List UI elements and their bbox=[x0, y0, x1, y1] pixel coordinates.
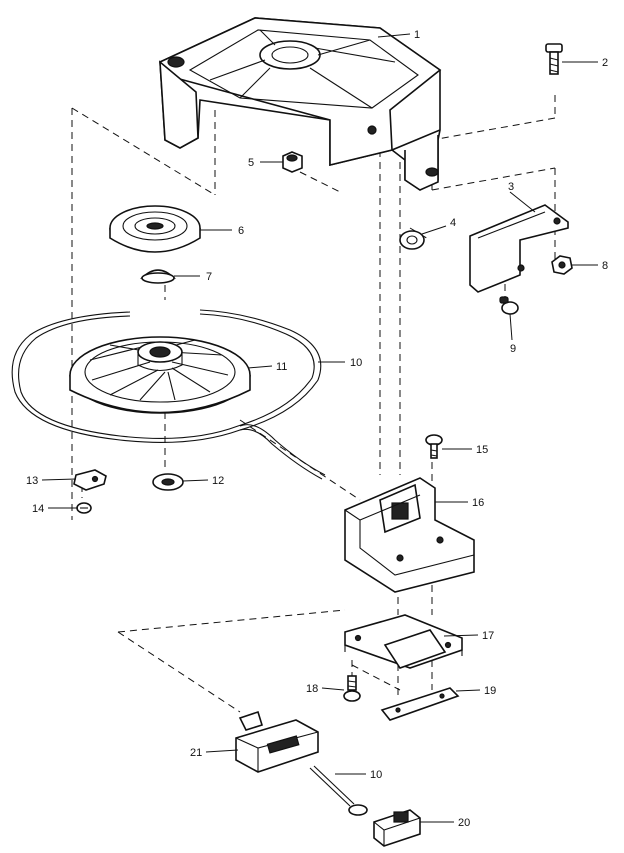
washer-4 bbox=[399, 230, 425, 250]
label-part-8: 8 bbox=[602, 260, 608, 272]
nut-5 bbox=[282, 151, 303, 173]
plate-19 bbox=[380, 687, 460, 721]
starter-rope bbox=[11, 309, 326, 480]
label-part-4: 4 bbox=[450, 217, 456, 229]
starter-housing bbox=[158, 17, 442, 191]
label-part-19: 19 bbox=[484, 685, 496, 697]
screw-9 bbox=[499, 296, 519, 315]
label-part-21: 21 bbox=[190, 747, 202, 759]
callout-labels: 1 2 3 4 5 6 7 8 9 10 11 12 13 14 15 16 1… bbox=[26, 29, 608, 829]
label-part-20: 20 bbox=[458, 817, 470, 829]
rope-guide bbox=[344, 477, 475, 593]
label-part-11: 11 bbox=[276, 361, 287, 373]
label-part-17: 17 bbox=[482, 630, 494, 642]
label-part-3: 3 bbox=[508, 181, 514, 193]
starter-handle bbox=[235, 710, 319, 773]
screw-15 bbox=[425, 434, 443, 459]
label-part-9: 9 bbox=[510, 343, 516, 355]
label-part-7: 7 bbox=[206, 271, 212, 283]
label-part-10: 10 bbox=[350, 357, 362, 369]
label-part-1: 1 bbox=[414, 29, 420, 41]
label-part-5: 5 bbox=[248, 157, 254, 169]
bracket-17 bbox=[344, 614, 463, 669]
spring-cup bbox=[109, 205, 201, 253]
pawl-13 bbox=[73, 469, 107, 491]
bracket-plate bbox=[469, 204, 569, 293]
screw-18 bbox=[343, 675, 361, 702]
leader-lines bbox=[41, 33, 598, 823]
label-part-10-rope-end: 10 bbox=[370, 769, 382, 781]
label-part-12: 12 bbox=[212, 475, 224, 487]
rope-end bbox=[309, 765, 368, 816]
label-part-18: 18 bbox=[306, 683, 318, 695]
bolt-2 bbox=[545, 43, 563, 75]
assembly-lines bbox=[71, 95, 556, 713]
pulley bbox=[69, 336, 251, 414]
label-part-16: 16 bbox=[472, 497, 484, 509]
cap-7 bbox=[140, 269, 176, 284]
insert-20 bbox=[373, 809, 421, 847]
label-part-6: 6 bbox=[238, 225, 244, 237]
label-part-13: 13 bbox=[26, 475, 38, 487]
label-part-14: 14 bbox=[32, 503, 44, 515]
label-part-15: 15 bbox=[476, 444, 488, 456]
label-part-2: 2 bbox=[602, 57, 608, 69]
washer-12 bbox=[152, 473, 184, 491]
hex-nut-8 bbox=[551, 255, 573, 275]
screw-14 bbox=[76, 502, 92, 514]
